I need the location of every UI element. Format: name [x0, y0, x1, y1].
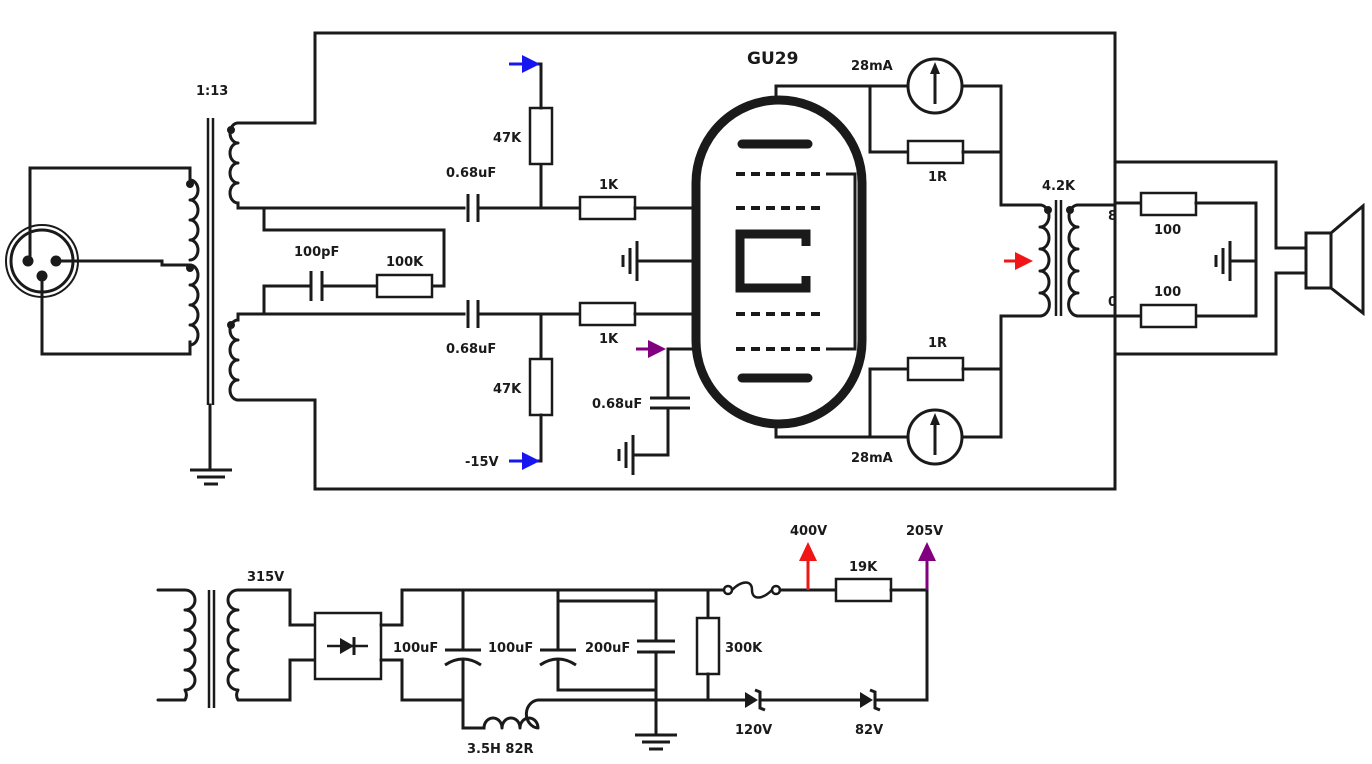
feedback-capacitor — [309, 271, 324, 301]
grid-leak-resistor-bottom-label: 47K — [493, 382, 522, 397]
feedback-resistor — [375, 273, 434, 299]
cathode-sense-resistor-bottom-label: 1R — [928, 336, 947, 351]
xlr-wire-bottom — [40, 274, 192, 356]
psu-primary-coil — [156, 588, 197, 702]
psu-capacitor-3-label: 200uF — [585, 641, 630, 656]
grid-leak-resistor-top — [528, 106, 554, 166]
input-secondary-coil-bottom — [228, 318, 240, 402]
output-tap-0: 0 — [1108, 295, 1117, 310]
psu-secondary-voltage: 315V — [247, 570, 284, 585]
xlr-wire-mid — [54, 259, 192, 267]
anode-supply-arrow — [1004, 252, 1033, 270]
coupling-capacitor-bottom-label: 0.68uF — [446, 342, 496, 357]
psu-capacitor-2-label: 100uF — [488, 641, 533, 656]
screen-supply-arrow — [636, 340, 666, 358]
grid-stop-resistor-top-label: 1K — [599, 178, 619, 193]
b-plus-arrow — [799, 542, 817, 590]
bias-arrow-top — [509, 55, 540, 73]
input-primary-coil-bottom — [188, 263, 200, 347]
coupling-capacitor-top — [466, 194, 480, 222]
cathode-sense-resistor-top-label: 1R — [928, 170, 947, 185]
anode-current-meter-top — [906, 57, 964, 115]
screen-ground-icon — [617, 435, 635, 475]
coupling-capacitor-bottom — [466, 300, 480, 328]
coupling-capacitor-top-label: 0.68uF — [446, 166, 496, 181]
cathode-ground-icon — [621, 241, 639, 281]
psu-capacitor-3 — [637, 639, 675, 654]
screen-supply-voltage-label: 205V — [906, 524, 943, 539]
output-secondary-coil — [1067, 203, 1080, 318]
input-ground-icon — [190, 468, 232, 486]
bias-arrow-bottom — [509, 452, 540, 470]
bleeder-resistor — [695, 616, 721, 676]
load-resistor-top-label: 100 — [1154, 223, 1181, 238]
input-primary-coil-top — [188, 178, 200, 262]
grid-leak-resistor-bottom — [528, 357, 554, 417]
zener-2-label: 82V — [855, 723, 883, 738]
meter-bottom-label: 28mA — [851, 451, 893, 466]
tube-type-label: GU29 — [747, 49, 798, 69]
gu29-tube — [691, 95, 867, 429]
bleeder-resistor-label: 300K — [725, 641, 763, 656]
load-resistor-top — [1139, 191, 1198, 217]
feedback-resistor-label: 100K — [386, 255, 424, 270]
psu-secondary-coil — [226, 588, 266, 702]
rectifier-diode-icon — [327, 637, 368, 655]
input-transformer-ratio: 1:13 — [196, 84, 228, 99]
output-primary-coil — [1038, 203, 1051, 318]
cathode-sense-resistor-bottom — [906, 356, 965, 382]
screen-bypass-capacitor — [650, 396, 690, 410]
zener-1-label: 120V — [735, 723, 772, 738]
psu-capacitor-1-label: 100uF — [393, 641, 438, 656]
enclosure-left-top — [236, 31, 317, 125]
psu-ground-icon — [635, 733, 677, 751]
psu-drop-resistor-label: 19K — [849, 560, 878, 575]
cathode-sense-resistor-top — [906, 139, 965, 165]
b-plus-voltage-label: 400V — [790, 524, 827, 539]
fuse-icon — [722, 581, 782, 599]
grid-stop-resistor-top — [578, 195, 637, 221]
screen-bypass-capacitor-label: 0.68uF — [592, 397, 642, 412]
feedback-capacitor-label: 100pF — [294, 245, 339, 260]
load-resistor-bottom — [1139, 303, 1198, 329]
speaker-icon — [1304, 202, 1365, 317]
screen-supply-psu-arrow — [918, 542, 936, 590]
psu-drop-resistor — [834, 577, 893, 603]
grid-stop-resistor-bottom — [578, 301, 637, 327]
input-secondary-coil-top — [228, 121, 240, 205]
xlr-wire-top — [26, 166, 192, 263]
grid-leak-resistor-top-label: 47K — [493, 131, 522, 146]
anode-current-meter-bottom — [906, 408, 964, 466]
output-transformer-impedance: 4.2K — [1042, 179, 1076, 194]
bias-voltage-label: -15V — [465, 455, 499, 470]
psu-choke — [482, 698, 542, 730]
psu-choke-label: 3.5H 82R — [467, 742, 534, 757]
meter-top-label: 28mA — [851, 59, 893, 74]
load-ground-icon — [1214, 241, 1232, 281]
enclosure-outline — [313, 31, 1117, 491]
grid-stop-resistor-bottom-label: 1K — [599, 332, 619, 347]
load-resistor-bottom-label: 100 — [1154, 285, 1181, 300]
output-tap-8: 8 — [1108, 209, 1117, 224]
